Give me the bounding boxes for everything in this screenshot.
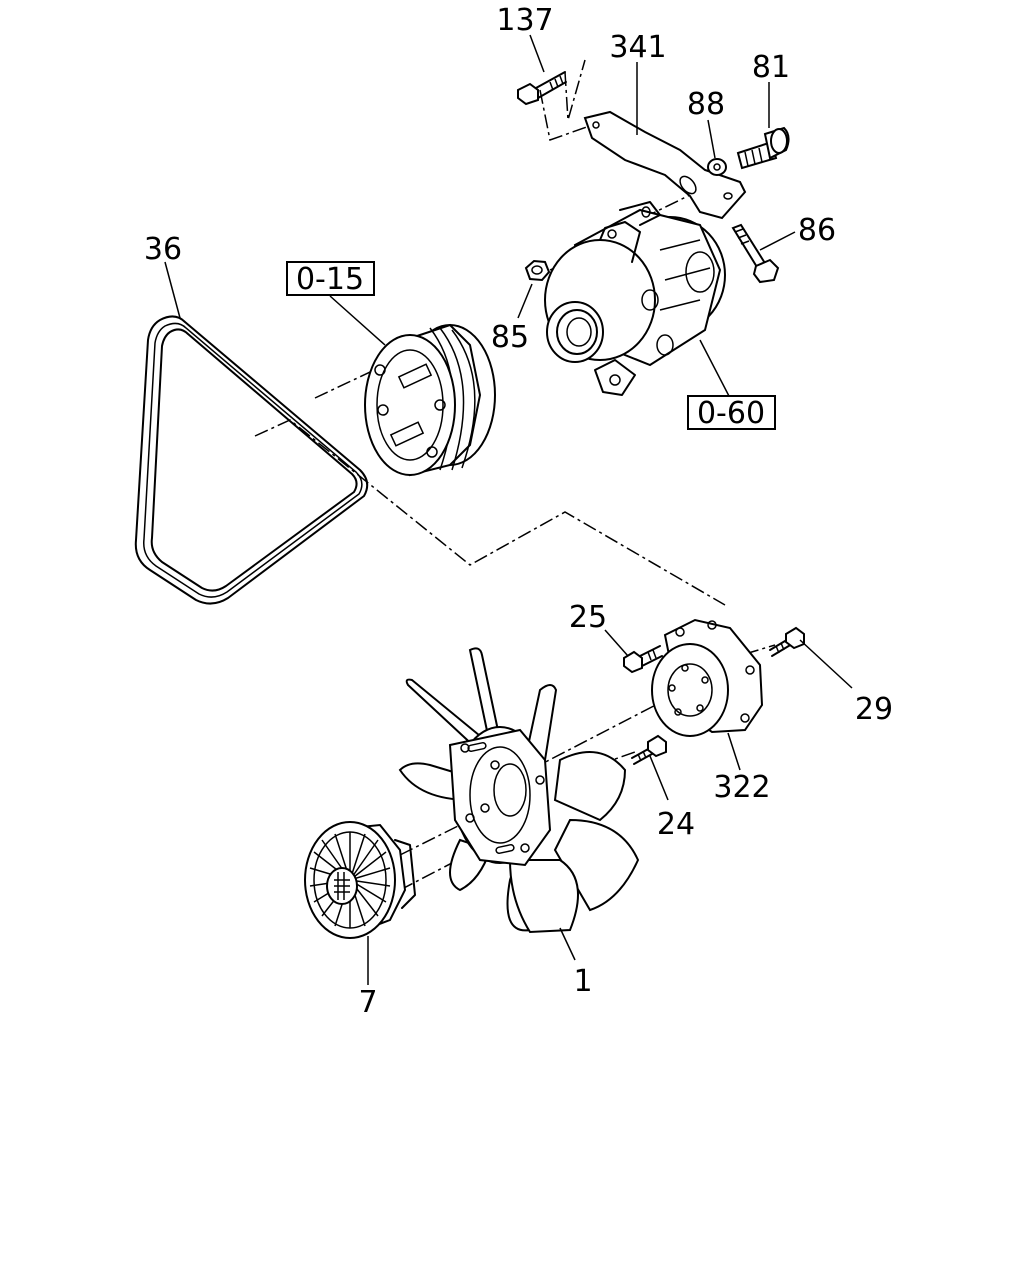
- bolt-29[interactable]: [769, 626, 805, 657]
- bolt-25[interactable]: [623, 645, 663, 674]
- callout-25: 25: [569, 600, 607, 635]
- fan-clutch-7[interactable]: [304, 821, 416, 939]
- washer-88[interactable]: [707, 158, 727, 176]
- reference-0-15-label: 0-15: [296, 262, 364, 297]
- bolt-137[interactable]: [517, 71, 567, 106]
- bolt-81[interactable]: [736, 126, 790, 170]
- callout-322: 322: [713, 770, 770, 805]
- reference-0-60-label: 0-60: [697, 396, 765, 431]
- bracket-341[interactable]: [583, 110, 747, 220]
- callout-1: 1: [573, 964, 592, 999]
- callout-36: 36: [144, 232, 182, 267]
- callouts: 137 341 81 88 86 85 36 25 29 322 24 1 7: [144, 3, 893, 1020]
- callout-81: 81: [752, 50, 790, 85]
- callout-341: 341: [609, 30, 666, 65]
- nut-85[interactable]: [524, 259, 551, 282]
- bolt-24[interactable]: [631, 734, 667, 765]
- callout-24: 24: [657, 807, 695, 842]
- belt-36[interactable]: [134, 315, 369, 605]
- callout-86: 86: [798, 213, 836, 248]
- callout-137: 137: [496, 3, 553, 38]
- alternator[interactable]: [544, 201, 726, 396]
- reference-box-0-15[interactable]: 0-15: [286, 261, 375, 297]
- pulley[interactable]: [364, 323, 496, 477]
- callout-29: 29: [855, 692, 893, 727]
- leader-lines: [164, 34, 853, 985]
- bolt-86[interactable]: [731, 223, 780, 284]
- spacer-322[interactable]: [651, 618, 764, 737]
- fan-1[interactable]: [398, 647, 640, 934]
- callout-88: 88: [687, 87, 725, 122]
- callout-85: 85: [491, 320, 529, 355]
- callout-7: 7: [358, 985, 377, 1020]
- reference-box-0-60[interactable]: 0-60: [687, 395, 776, 431]
